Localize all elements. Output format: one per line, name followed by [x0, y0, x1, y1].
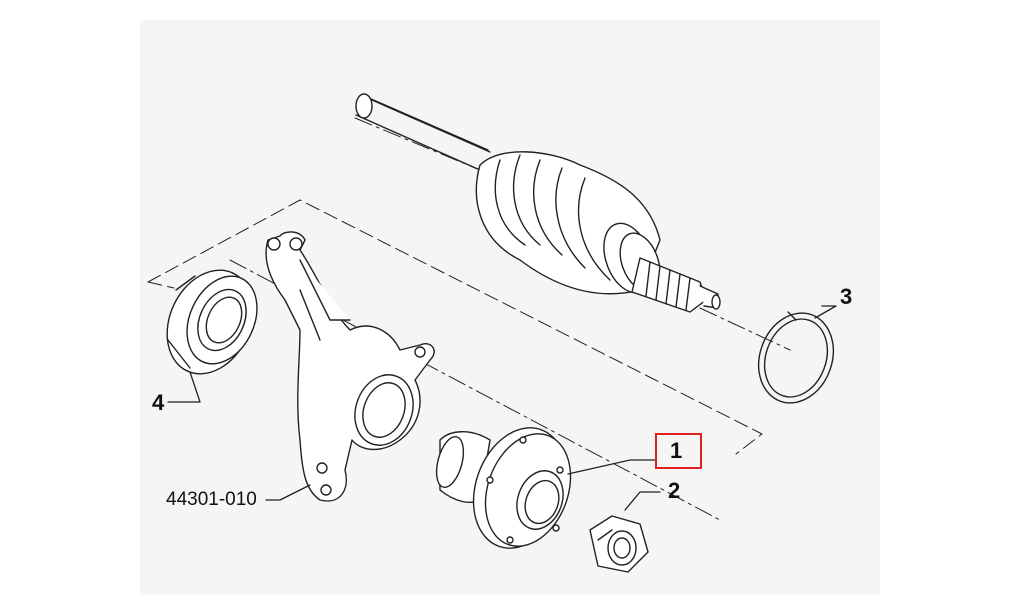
callout-1-highlight-box — [655, 433, 702, 469]
callout-4[interactable]: 4 — [152, 390, 165, 415]
axis-centerline — [229, 117, 791, 521]
hub-nut — [589, 515, 649, 573]
assembly-dash-outline — [147, 199, 763, 455]
callout-3[interactable]: 3 — [840, 284, 853, 309]
callout-1[interactable]: 1 — [670, 438, 683, 463]
spline-stub — [631, 257, 721, 313]
callout-2[interactable]: 2 — [668, 478, 681, 503]
steering-knuckle — [265, 231, 435, 502]
wheel-bearing — [166, 269, 258, 375]
leader-lines — [167, 305, 837, 511]
part-number-label[interactable]: 44301-010 — [166, 489, 257, 510]
drive-shaft — [355, 93, 491, 171]
circlip — [757, 311, 835, 404]
wheel-hub — [435, 427, 572, 549]
